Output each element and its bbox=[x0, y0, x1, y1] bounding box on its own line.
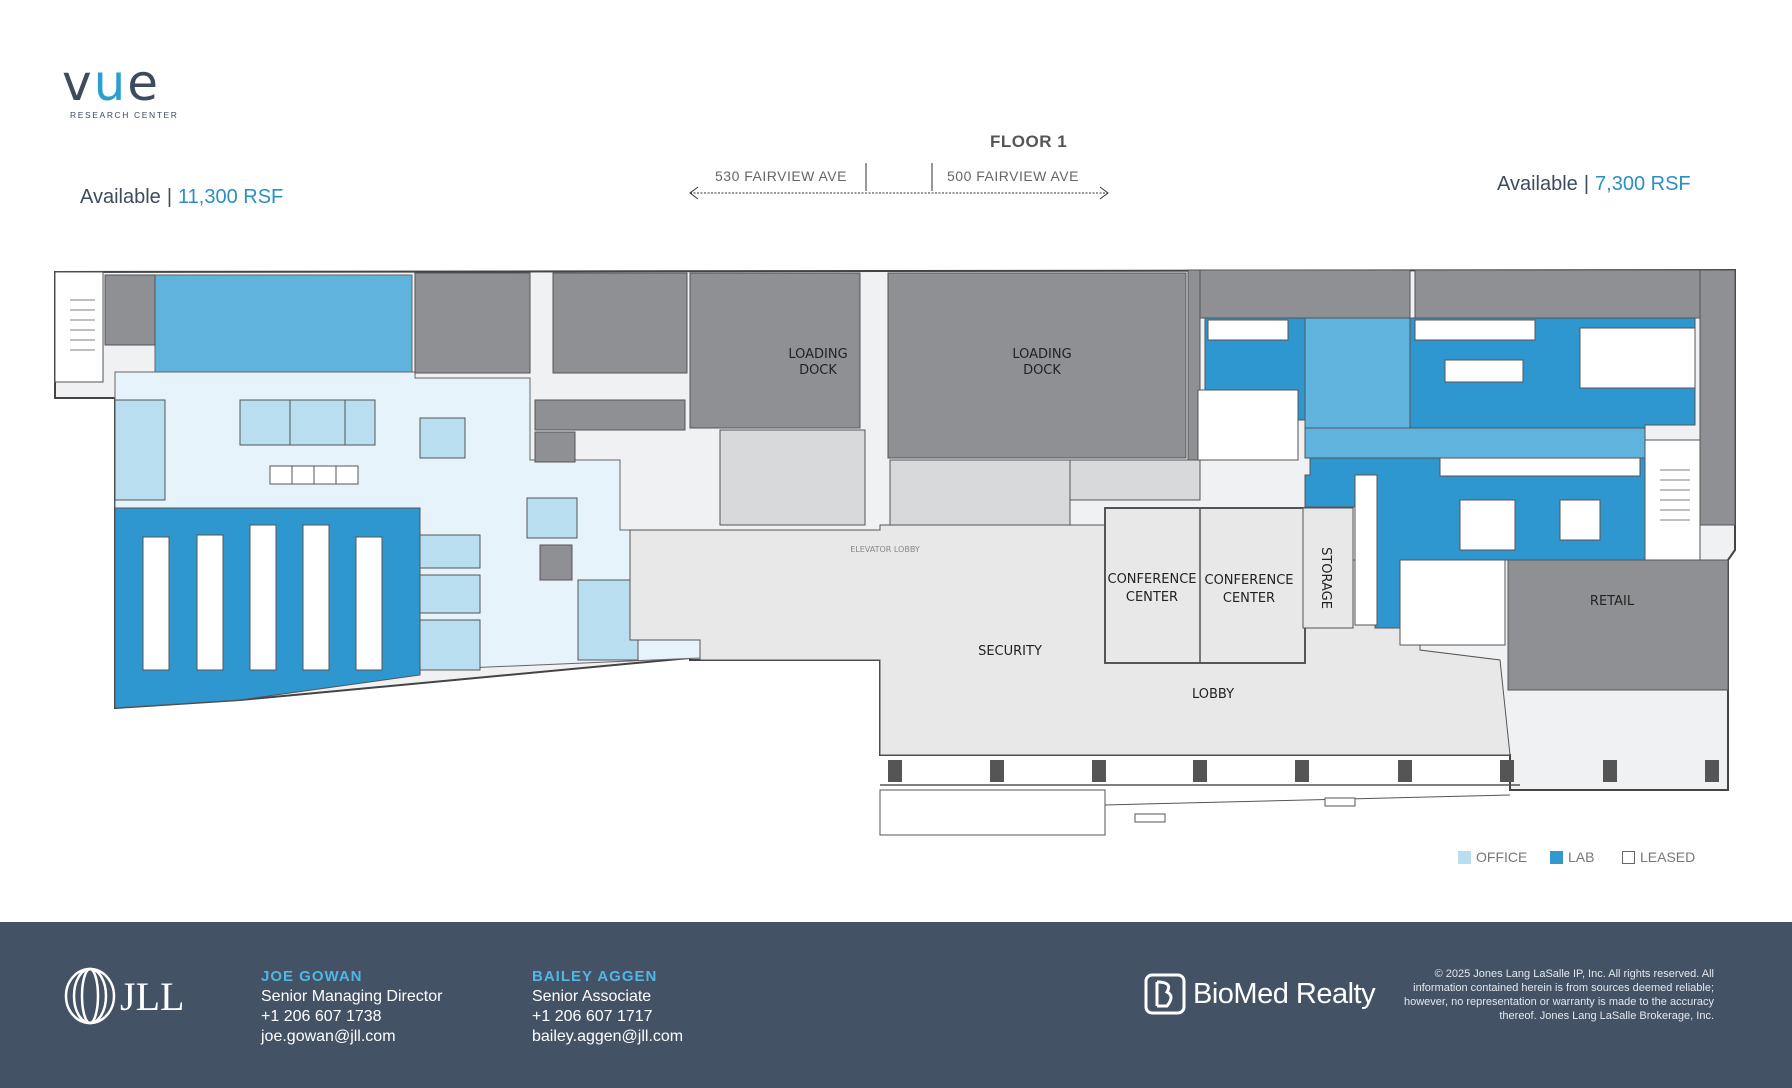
contact-bailey-aggen: BAILEY AGGEN Senior Associate +1 206 607… bbox=[532, 967, 683, 1047]
footer: JLL JOE GOWAN Senior Managing Director +… bbox=[0, 922, 1792, 1088]
label-lobby: LOBBY bbox=[1192, 687, 1234, 702]
contact-phone[interactable]: +1 206 607 1717 bbox=[532, 1008, 653, 1025]
svg-text:JLL: JLL bbox=[120, 974, 184, 1019]
street-arrow bbox=[689, 163, 1109, 200]
label-storage: STORAGE bbox=[1318, 547, 1333, 609]
contact-phone[interactable]: +1 206 607 1738 bbox=[261, 1008, 382, 1025]
label-elevator-lobby: ELEVATOR LOBBY bbox=[850, 545, 920, 554]
floor-title: FLOOR 1 bbox=[990, 132, 1068, 151]
label-security: SECURITY bbox=[978, 644, 1042, 659]
street-label-530: 530 FAIRVIEW AVE bbox=[715, 168, 847, 184]
contact-name: JOE GOWAN bbox=[261, 968, 363, 985]
copyright-notice: © 2025 Jones Lang LaSalle IP, Inc. All r… bbox=[1404, 968, 1714, 1022]
contact-name: BAILEY AGGEN bbox=[532, 968, 658, 985]
label-loading-dock-2-b: DOCK bbox=[1023, 363, 1061, 378]
label-conference-1-b: CENTER bbox=[1126, 590, 1178, 605]
label-loading-dock-1-a: LOADING bbox=[788, 347, 847, 362]
legend-leased: LEASED bbox=[1622, 849, 1695, 865]
floor-plan: LOADING DOCK LOADING DOCK CONFERENCE CEN… bbox=[54, 163, 1736, 836]
label-conference-2-b: CENTER bbox=[1223, 591, 1275, 606]
contact-joe-gowan: JOE GOWAN Senior Managing Director +1 20… bbox=[261, 967, 442, 1047]
contact-title: Senior Managing Director bbox=[261, 988, 443, 1005]
jll-logo: JLL bbox=[62, 966, 192, 1031]
biomed-logo: BioMed Realty bbox=[1143, 972, 1376, 1016]
biomed-mark-icon bbox=[1144, 973, 1186, 1015]
available-left: Available|11,300 RSF bbox=[80, 186, 284, 208]
legend-office: OFFICE bbox=[1458, 849, 1527, 865]
label-loading-dock-2-a: LOADING bbox=[1012, 347, 1071, 362]
label-loading-dock-1-b: DOCK bbox=[799, 363, 837, 378]
logo-wordmark: vue bbox=[62, 54, 161, 112]
lab-region-top-left bbox=[154, 274, 413, 373]
legend-lab-swatch bbox=[1550, 850, 1563, 864]
contact-title: Senior Associate bbox=[532, 988, 652, 1005]
logo-subtitle: RESEARCH CENTER bbox=[70, 110, 179, 120]
legend-office-swatch bbox=[1458, 850, 1471, 864]
available-right: Available|7,300 RSF bbox=[1497, 173, 1691, 195]
label-conference-1-a: CONFERENCE bbox=[1108, 572, 1197, 587]
vue-logo: vue RESEARCH CENTER bbox=[62, 58, 192, 120]
legend-leased-swatch bbox=[1622, 850, 1635, 864]
contact-email[interactable]: bailey.aggen@jll.com bbox=[532, 1028, 684, 1045]
label-conference-2-a: CONFERENCE bbox=[1205, 573, 1294, 588]
contact-email[interactable]: joe.gowan@jll.com bbox=[261, 1028, 396, 1045]
label-retail: RETAIL bbox=[1590, 594, 1635, 609]
legend-lab: LAB bbox=[1550, 849, 1594, 865]
street-label-500: 500 FAIRVIEW AVE bbox=[947, 168, 1079, 184]
